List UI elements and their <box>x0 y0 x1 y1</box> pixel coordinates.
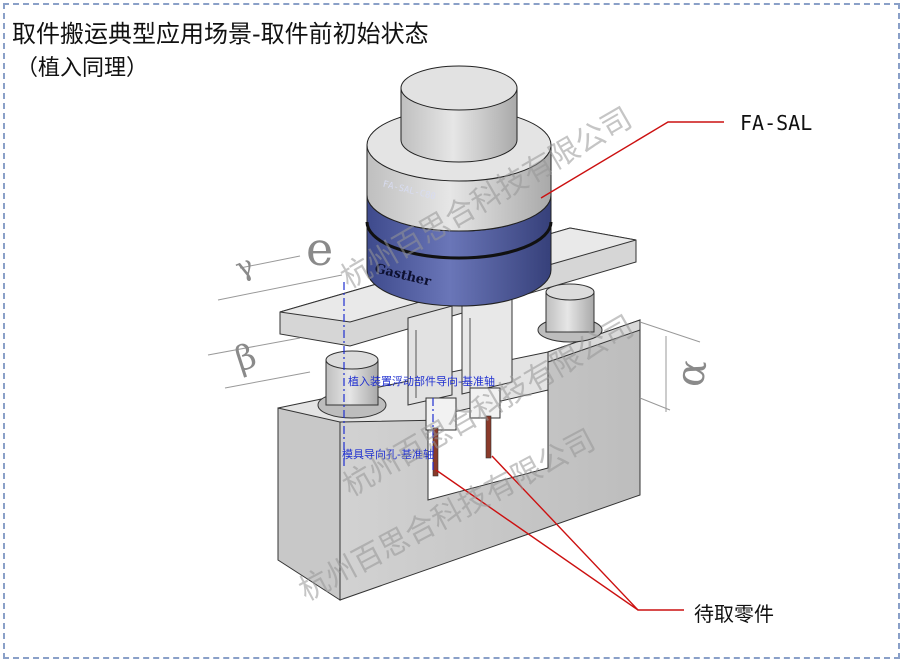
float-guide-axis-label: 植入装置浮动部件导向-基准轴 <box>348 375 495 388</box>
epsilon-symbol: e <box>306 222 334 276</box>
guide-pillar-right <box>537 283 603 343</box>
parts-to-pick-label: 待取零件 <box>694 602 774 626</box>
dimension-lines <box>207 255 701 412</box>
reference-axes <box>343 282 434 470</box>
diagram-frame <box>3 3 900 659</box>
gripper-fingers <box>407 291 513 431</box>
diagram-subtitle: （植入同理） <box>16 56 149 81</box>
top-boss <box>400 65 518 163</box>
guide-pillar-left <box>317 350 387 419</box>
leader-lines <box>435 121 724 611</box>
diagram-title: 取件搬运典型应用场景-取件前初始状态 <box>12 20 429 48</box>
model-label: FA-SAL <box>740 111 813 135</box>
mold-guide-axis-label: 模具导向孔-基准轴 <box>342 448 434 461</box>
